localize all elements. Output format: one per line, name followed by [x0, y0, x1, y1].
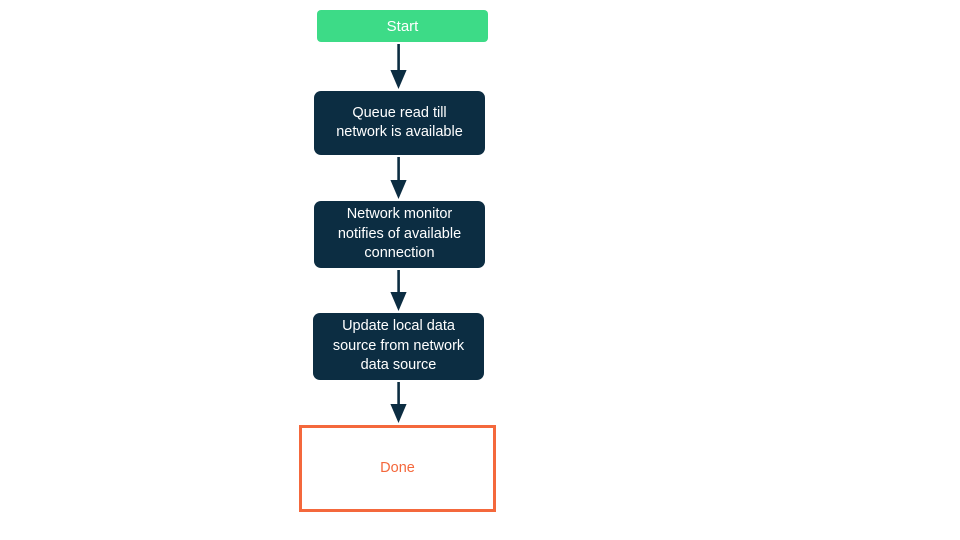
node-start[interactable]: Start: [317, 10, 488, 42]
node-update-local[interactable]: Update local data source from network da…: [313, 313, 484, 380]
arrow-queue-to-monitor: [388, 157, 410, 199]
node-queue-read[interactable]: Queue read till network is available: [314, 91, 485, 155]
arrow-head: [390, 180, 407, 199]
arrow-start-to-queue: [388, 44, 410, 89]
arrow-head: [390, 404, 407, 423]
arrow-stem: [397, 44, 400, 72]
node-label-queue-read: Queue read till network is available: [336, 104, 463, 141]
arrow-stem: [397, 157, 400, 182]
node-label-network-monitor: Network monitor notifies of available co…: [337, 206, 462, 262]
arrow-update-to-done: [388, 382, 410, 423]
arrow-head: [390, 292, 407, 311]
node-network-monitor[interactable]: Network monitor notifies of available co…: [314, 201, 485, 268]
arrow-stem: [397, 270, 400, 294]
node-done[interactable]: Done: [299, 425, 496, 512]
arrow-head: [390, 70, 407, 89]
node-label-done: Done: [380, 459, 415, 476]
arrow-monitor-to-update: [388, 270, 410, 311]
node-label-start: Start: [386, 17, 419, 35]
arrow-stem: [397, 382, 400, 406]
node-label-update-local: Update local data source from network da…: [332, 318, 465, 374]
